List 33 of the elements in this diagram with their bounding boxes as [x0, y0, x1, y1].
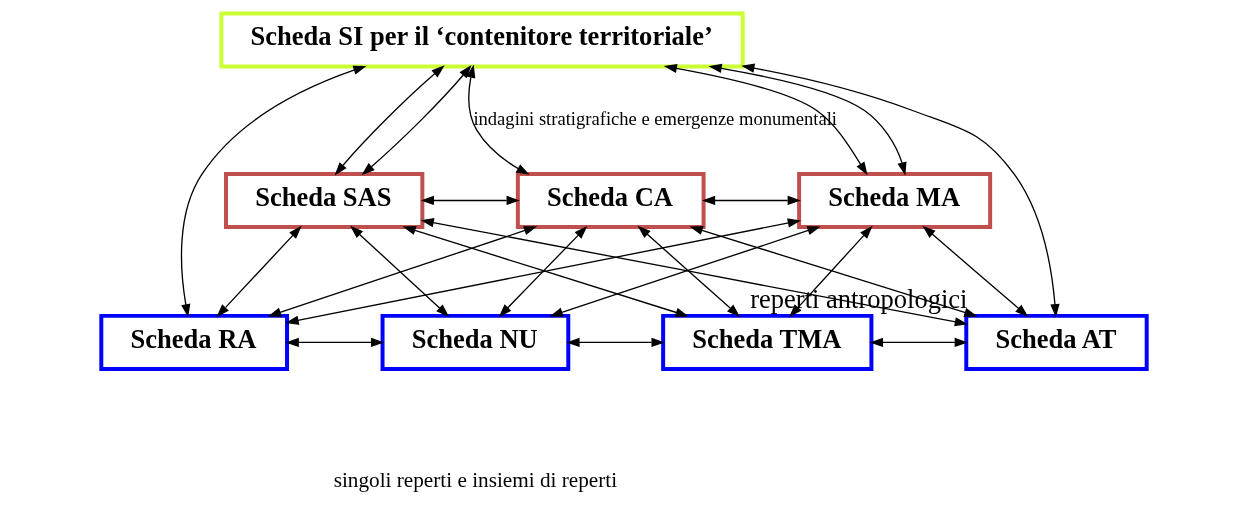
arrow	[420, 195, 520, 206]
arrow	[663, 63, 868, 176]
node-box: Scheda MA	[796, 171, 992, 229]
arrow	[689, 225, 978, 317]
arrow	[565, 337, 665, 348]
arrow	[284, 218, 801, 325]
arrow	[740, 63, 1060, 318]
arrow	[465, 64, 530, 175]
node-box: Scheda CA	[515, 171, 706, 229]
node-box: Scheda NU	[380, 313, 570, 371]
node-box: Scheda SI per il ‘contenitore territoriale’	[218, 11, 745, 69]
arrow	[637, 225, 740, 317]
node-box: Scheda RA	[98, 313, 289, 371]
arrow	[216, 225, 302, 318]
arrow	[788, 225, 873, 318]
arrow	[402, 225, 689, 317]
arrow	[549, 226, 821, 317]
arrow	[420, 218, 968, 327]
node-box: Scheda AT	[963, 313, 1149, 371]
arrow	[334, 65, 445, 176]
arrow	[285, 337, 384, 348]
label: singoli reperti e insiemi di reperti	[333, 467, 617, 492]
arrow	[498, 225, 587, 318]
arrow	[708, 63, 907, 176]
arrow	[180, 65, 367, 318]
arrow	[869, 337, 968, 348]
arrow	[349, 225, 449, 317]
node-box: Scheda TMA	[660, 313, 873, 371]
arrow	[361, 65, 472, 176]
arrow	[701, 195, 801, 206]
arrow	[921, 225, 1028, 317]
arrow	[267, 226, 537, 317]
node-box: Scheda SAS	[223, 171, 424, 229]
